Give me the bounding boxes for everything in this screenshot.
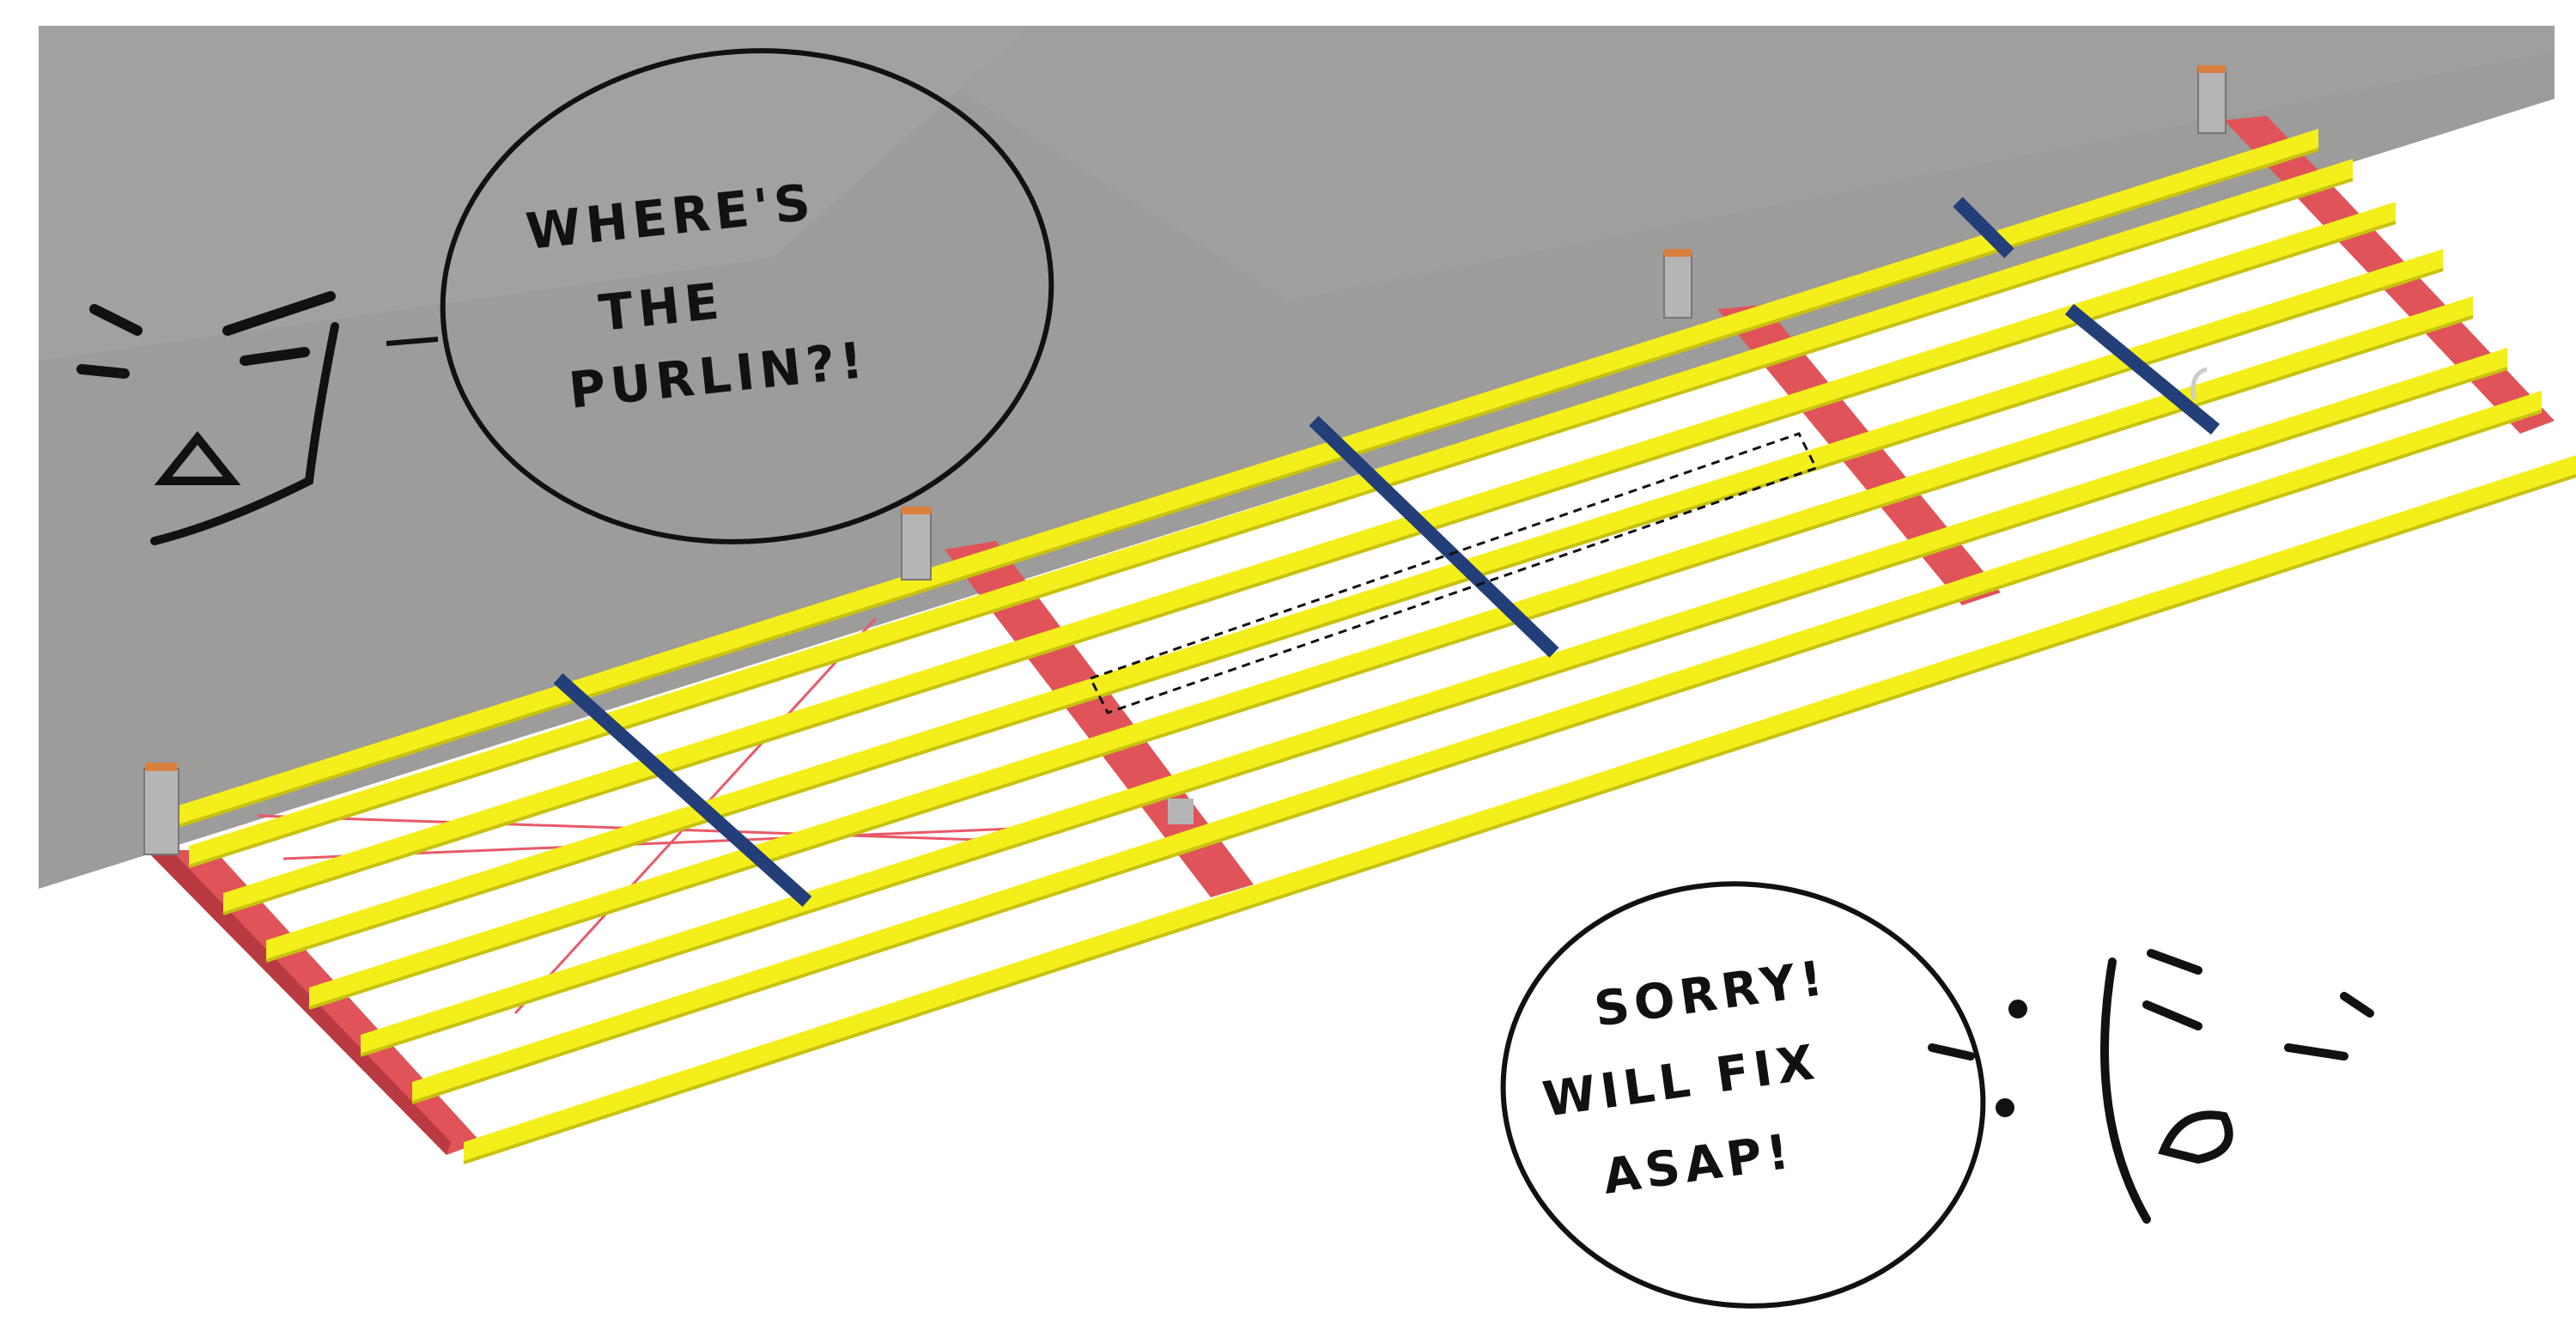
angry-face-icon [76, 291, 339, 545]
cleat [2197, 68, 2227, 134]
cleat [1663, 252, 1692, 319]
sag-rod [1953, 197, 2014, 258]
speech-tail [386, 337, 439, 346]
cleat-cap [1664, 249, 1692, 257]
answer-line-3: ASAP! [1600, 1123, 1797, 1205]
purlin [146, 129, 2318, 836]
gusset-plate [1168, 799, 1194, 824]
sag-rod-group [553, 197, 2221, 907]
purlin-edge [308, 315, 2474, 1010]
sag-rod [2064, 303, 2221, 435]
sag-rod [553, 673, 812, 907]
sag-rod [1309, 416, 1559, 658]
missing-purlin-outline [1088, 432, 1819, 714]
purlin [189, 159, 2353, 866]
cleat-cap [902, 507, 931, 514]
purlin-edge [145, 148, 2319, 838]
wall-shade [39, 26, 1030, 361]
purlin [266, 249, 2443, 961]
purlin-edge [265, 268, 2444, 963]
wall-shade-2 [859, 26, 2555, 301]
purlin-edge [463, 474, 2576, 1164]
purlin-edge [222, 221, 2397, 915]
speech-bubble-answer [1500, 881, 1986, 1309]
cleat [901, 510, 932, 580]
purlin-edge [188, 178, 2354, 868]
purlin-edge [411, 410, 2543, 1104]
answer-line-2: WILL FIX [1540, 1034, 1823, 1128]
purlin [464, 455, 2576, 1163]
purlin [412, 391, 2542, 1103]
answer-line-1: SORRY! [1591, 950, 1832, 1037]
cleat-cap [2198, 65, 2226, 73]
rafter-left-side [146, 837, 451, 1155]
purlin-group [145, 129, 2576, 1164]
purlin [223, 202, 2396, 914]
purlin [361, 348, 2507, 1055]
cleat [143, 768, 179, 855]
cleat-cap [146, 763, 177, 771]
question-line-2: THE [596, 271, 726, 343]
speech-bubble-question [440, 48, 1054, 544]
bracket-group [143, 65, 2227, 855]
hook-bracket [2190, 367, 2208, 400]
purlin-edge [360, 367, 2508, 1057]
purlin [309, 296, 2473, 1008]
worried-face-icon [1928, 949, 2374, 1224]
